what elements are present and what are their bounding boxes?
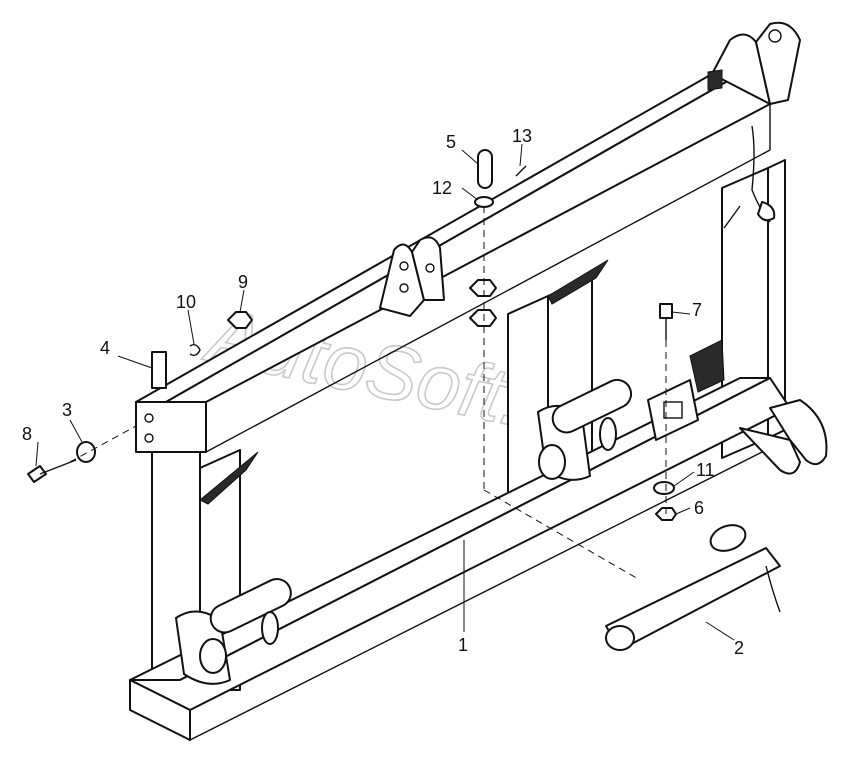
leader-9 [239, 289, 245, 313]
top-beam-lower-edge [205, 149, 771, 453]
bolt-8-shank [39, 459, 77, 475]
safety-chain [723, 125, 776, 229]
drawbar-eye [605, 625, 635, 651]
washer-part-11 [653, 481, 675, 495]
hitch-socket-block [647, 379, 699, 441]
callout-4: 4 [100, 338, 110, 358]
callout-13: 13 [512, 126, 532, 146]
leader-7 [671, 311, 691, 315]
drawbar-part-2 [605, 524, 781, 651]
hitch-bracket [689, 339, 725, 393]
callout-1: 1 [458, 635, 468, 655]
assembly-line-bolt-8 [69, 425, 137, 463]
top-right-hook-plate-rear [755, 21, 801, 105]
middle-pin-head [538, 444, 566, 480]
middle-gusset [547, 259, 609, 305]
drawbar-ring [709, 524, 747, 552]
left-gusset [199, 451, 259, 505]
callout-5: 5 [446, 132, 456, 152]
mid-hook-hole-2 [399, 283, 409, 293]
bottom-beam-lower-edge [189, 437, 791, 741]
leader-11 [673, 471, 695, 487]
lower-left-pin-head [199, 638, 227, 674]
mid-hook-plate-rear [411, 236, 445, 301]
mid-hook-hole-3 [425, 263, 435, 273]
clip-part-10 [189, 343, 201, 357]
lower-left-pin-shaft [209, 578, 292, 634]
beam-nut-1 [469, 279, 497, 297]
leader-12 [461, 187, 479, 201]
callout-8: 8 [22, 424, 32, 444]
hitch-socket [647, 339, 725, 441]
callout-11: 11 [696, 460, 715, 480]
leader-13 [519, 143, 523, 167]
lower-right-hook-rear [739, 427, 801, 475]
bolt-part-7 [659, 303, 673, 340]
nut-part-9 [227, 311, 253, 329]
cotter-pin-part-13 [515, 165, 527, 177]
top-right-stop-block [707, 69, 723, 91]
bolt-7-head [659, 303, 673, 319]
hitch-socket-opening [663, 401, 683, 419]
bolt-8-head [27, 465, 47, 483]
callout-6: 6 [694, 498, 704, 518]
middle-pin-shaft [551, 378, 633, 434]
beam-end-hole-1 [144, 413, 154, 423]
shim-plate-part-4 [151, 351, 167, 389]
leader-6 [675, 507, 691, 515]
beam-end-hole-2 [144, 433, 154, 443]
leader-10 [187, 309, 195, 345]
callout-2: 2 [734, 638, 744, 658]
lower-left-pivot [175, 578, 292, 685]
main-frame [129, 21, 828, 741]
top-beam-end [135, 401, 207, 453]
drawbar-chain [765, 565, 781, 613]
pin-part-5 [477, 149, 493, 189]
top-right-hook-hole [768, 29, 782, 43]
chain-hook-right [757, 201, 776, 222]
leader-5 [461, 149, 479, 165]
callout-10: 10 [176, 292, 196, 312]
mid-hook-hole-1 [399, 261, 409, 271]
bolt-part-8 [27, 459, 77, 483]
upper-middle-pivot [537, 378, 633, 481]
callout-9: 9 [238, 272, 248, 292]
assembly-line-to-drawbar [483, 489, 641, 581]
callout-12: 12 [432, 178, 452, 198]
washer-part-12 [474, 196, 494, 208]
middle-pin-collar [599, 417, 617, 451]
lower-left-pin-collar [261, 611, 279, 645]
washer-part-3 [76, 441, 96, 463]
leader-8 [35, 441, 39, 467]
leader-2 [705, 621, 735, 641]
chain-hook-left [723, 205, 741, 229]
lower-right-hook [769, 399, 828, 466]
callout-3: 3 [62, 400, 72, 420]
beam-nut-2 [469, 309, 497, 327]
leader-4 [117, 355, 153, 369]
leader-3 [69, 419, 83, 443]
callout-7: 7 [692, 300, 702, 320]
